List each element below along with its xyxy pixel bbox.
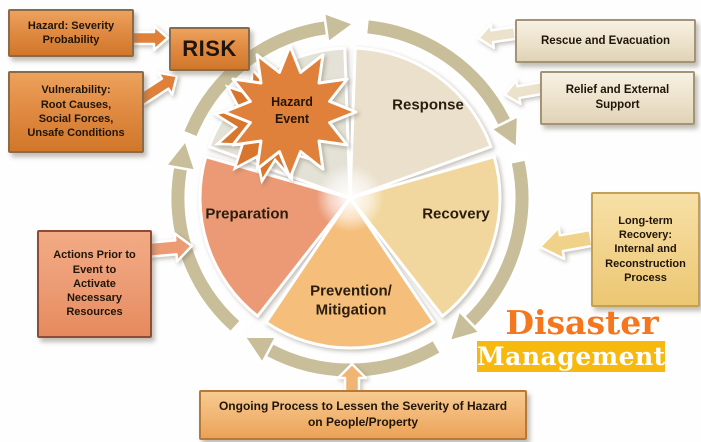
risk-box: RISK [169,27,250,71]
segment-prevention-mitigation [264,196,436,350]
arrow-rescue-to-wheel [477,23,518,50]
relief-support-box: Relief and External Support [540,71,695,125]
arrow-vulnerability-to-risk [135,71,179,107]
ring-arc-left [171,166,240,331]
actions-prior-box: Actions Prior to Event to Activate Neces… [37,230,152,338]
ring-arrowhead-bottom [243,335,278,365]
ring-arrowheads [164,11,520,365]
segment-label-recovery: Recovery [422,205,490,223]
arrow-ongoing-to-wheel [336,362,368,394]
arrow-longterm-to-wheel [538,226,594,261]
segment-response [348,46,493,200]
ring-arrowhead-lower-right [448,309,482,343]
hazard-severity-box: Hazard: Severity Probability [8,9,134,57]
ring-arc-lower-right [464,160,529,327]
vulnerability-box: Vulnerability: Root Causes, Social Force… [8,71,144,153]
segment-preparation [198,155,352,318]
segment-label-response: Response [392,96,464,114]
segment-recovery [348,155,502,318]
hazard-event-starburst [211,44,358,185]
longterm-recovery-box: Long-term Recovery: Internal and Reconst… [591,192,700,307]
title-management-badge: Management [477,341,666,372]
arrow-relief-to-wheel [503,79,545,106]
ring-arrowhead-right [489,114,520,150]
starburst-front [222,44,358,180]
cycle-ring [171,20,529,377]
segment-label-prevention-mitigation: Prevention/ Mitigation [310,282,392,318]
hazard-event-label: Hazard Event [271,95,313,126]
wheel-center-glow [316,164,384,232]
ongoing-process-box: Ongoing Process to Lessen the Severity o… [199,390,527,440]
rescue-evacuation-box: Rescue and Evacuation [515,19,696,63]
ring-arc-right [367,20,511,126]
segment-label-preparation: Preparation [205,205,289,223]
title-disaster: Disaster [505,303,659,342]
ring-arrowhead-left [164,139,197,172]
ring-arrowhead-top [322,11,356,44]
